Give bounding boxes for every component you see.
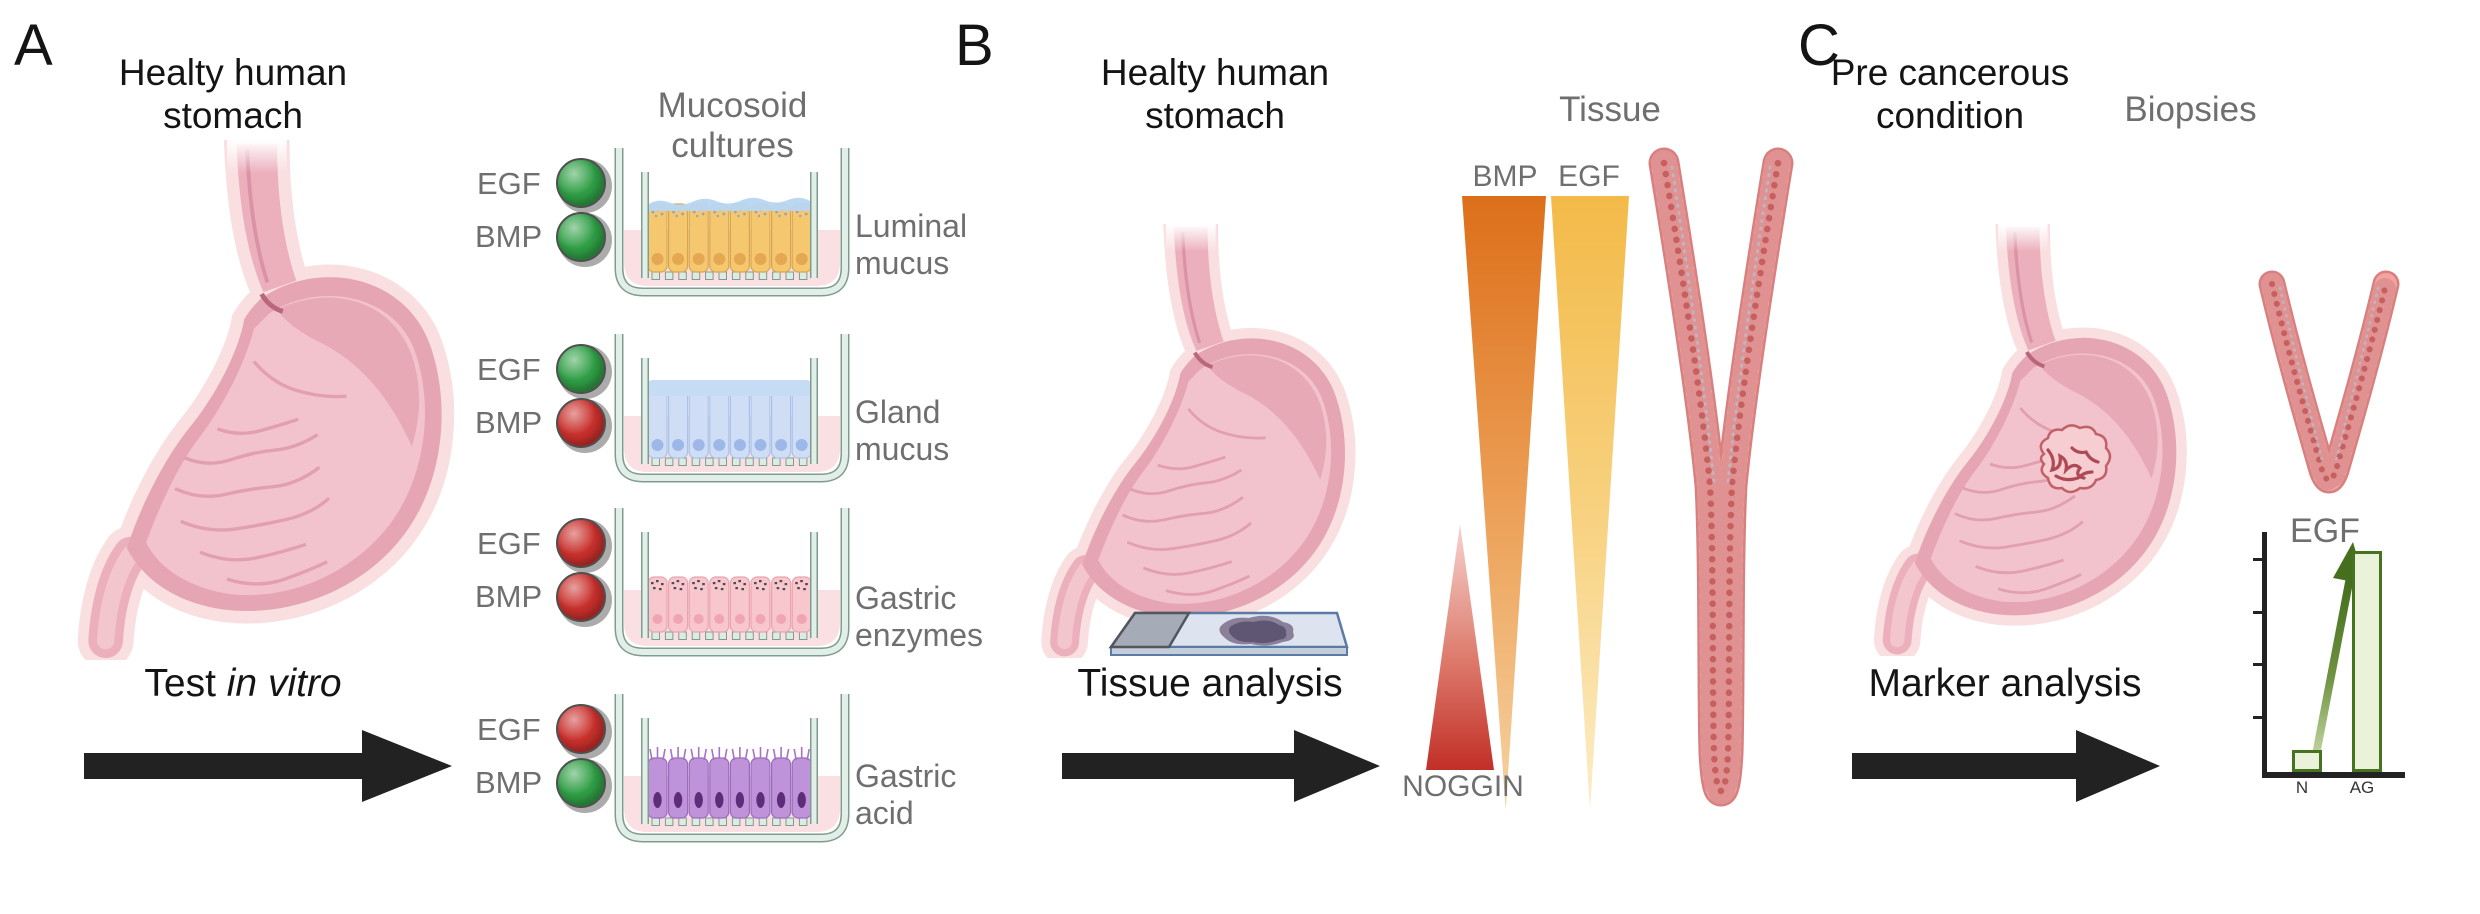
- y-axis-tick: [2253, 716, 2263, 720]
- egf-indicator-light: [556, 704, 606, 754]
- transwell-culture-well-enzymes: [612, 502, 852, 679]
- workflow-arrow-icon-c: [1852, 726, 2162, 806]
- y-axis-tick: [2253, 663, 2263, 667]
- x-axis-label: N: [2295, 778, 2309, 797]
- egf-label: EGF: [477, 166, 541, 201]
- bmp-indicator-light: [556, 758, 606, 808]
- culture-row-gastric-enzymes: EGF BMP Gastric enzymes: [460, 502, 1000, 678]
- egf-chart-plot: [2253, 532, 2405, 778]
- increase-arrow-icon: [2311, 542, 2365, 761]
- panel-c-letter: C: [1798, 13, 1840, 78]
- x-axis-label: AG: [2349, 778, 2375, 797]
- panel-b-letter: B: [955, 13, 994, 78]
- culture-result-label: Gastric enzymes: [855, 580, 984, 654]
- tissue-title: Tissue: [1559, 90, 1661, 129]
- transwell-culture-well-gland: [612, 328, 852, 505]
- bmp-indicator-light: [556, 212, 606, 262]
- bmp-label: BMP: [475, 405, 543, 440]
- mucosoid-cultures-title: Mucosoid cultures: [657, 86, 808, 166]
- bmp-label: BMP: [475, 579, 543, 614]
- healthy-stomach-illustration-b: [1008, 224, 1388, 658]
- bmp-indicator-light: [556, 572, 606, 622]
- culture-row-gastric-acid: EGF BMP Gastric acid: [460, 688, 1000, 864]
- precancerous-lesion-icon: [2039, 424, 2112, 494]
- gastric-gland-tissue-illustration: [1648, 147, 1794, 807]
- culture-row-gland-mucus: EGF BMP Gland mucus: [460, 328, 1000, 504]
- workflow-arrow-icon-b: [1062, 726, 1382, 806]
- egf-indicator-light: [556, 344, 606, 394]
- microscope-slide-icon: [1108, 611, 1349, 656]
- test-in-vitro-label: Test in vitro: [88, 662, 398, 706]
- marker-analysis-label: Marker analysis: [1868, 662, 2142, 705]
- noggin-gradient-triangle: [1426, 524, 1494, 770]
- bmp-label: BMP: [475, 765, 543, 800]
- noggin-gradient-label: NOGGIN: [1402, 770, 1524, 803]
- in-vitro-label: in vitro: [226, 662, 342, 705]
- bmp-label: BMP: [475, 219, 543, 254]
- workflow-arrow-icon-a: [84, 726, 454, 806]
- biopsies-title: Biopsies: [2124, 90, 2257, 129]
- panel-b-title: Healty human stomach: [1100, 52, 1330, 136]
- healthy-stomach-illustration-a: [68, 140, 463, 660]
- biopsy-gland-illustration: [2258, 270, 2400, 494]
- egf-indicator-light: [556, 518, 606, 568]
- bar-N: [2292, 750, 2322, 772]
- culture-result-label: Gastric acid: [855, 758, 957, 832]
- panel-c-title: Pre cancerous condition: [1830, 52, 2070, 136]
- egf-label: EGF: [477, 712, 541, 747]
- egf-label: EGF: [477, 352, 541, 387]
- bar-AG: [2352, 551, 2382, 772]
- egf-label: EGF: [477, 526, 541, 561]
- y-axis-tick: [2253, 610, 2263, 614]
- culture-result-label: Gland mucus: [855, 394, 950, 468]
- egf-gradient-label: EGF: [1558, 160, 1620, 193]
- panel-a-letter: A: [14, 13, 53, 78]
- egf-chart-title: EGF: [2290, 512, 2360, 550]
- egf-indicator-light: [556, 158, 606, 208]
- culture-row-luminal-mucus: EGF BMP Luminal mucus: [460, 142, 1000, 318]
- egf-gradient-triangle: [1551, 196, 1629, 810]
- panel-a-title: Healty human stomach: [118, 52, 348, 136]
- bmp-gradient-label: BMP: [1472, 160, 1538, 193]
- egf-chart-xlabels: N AG: [2262, 774, 2400, 804]
- transwell-culture-well-luminal: [612, 142, 852, 319]
- culture-result-label: Luminal mucus: [855, 208, 968, 282]
- y-axis-tick: [2253, 557, 2263, 561]
- bmp-indicator-light: [556, 398, 606, 448]
- test-label: Test: [144, 662, 216, 705]
- tissue-analysis-label: Tissue analysis: [1077, 662, 1343, 705]
- transwell-culture-well-acid: [612, 688, 852, 865]
